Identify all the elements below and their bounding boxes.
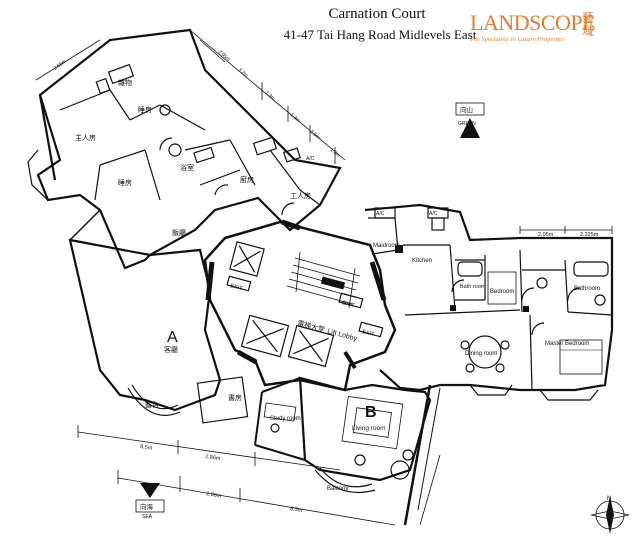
south-arrow-icon (140, 483, 160, 498)
north-arrow-icon (460, 118, 480, 138)
study-room-label: Study room (270, 416, 301, 422)
logo-wordmark: LANDSCOPE (470, 10, 596, 35)
unit-b-label: B (365, 404, 377, 421)
unit-a-bedroom-2-label: 睡房 (138, 105, 152, 114)
ac-label-1: A/C (376, 211, 385, 217)
dim-label-13: 2.55m (53, 59, 68, 72)
compass-n-label: N (607, 496, 611, 502)
kitchen-label: Kitchen (412, 258, 432, 264)
unit-a-maid-label: 工人房 (290, 191, 311, 200)
dim-label-6: 8.5m (290, 506, 303, 514)
dim-label-1: 2.05m (538, 232, 554, 238)
dim-label-3: 8.5m (140, 444, 153, 452)
unit-a-balcony-label: 露台 (145, 400, 159, 409)
logo-cjk-mark: 藝域 (582, 11, 595, 38)
unit-a-label: A (167, 329, 178, 346)
dim-label-12: 1.3m (329, 147, 341, 159)
dim-label-5: 2.86m (206, 491, 223, 500)
unit-b-living (254, 376, 441, 526)
dim-label-10: 1.3m (289, 112, 301, 124)
unit-b-outline (364, 203, 614, 401)
south-cjk-label: 向海 (140, 502, 154, 511)
unit-a-top-dimensions (35, 29, 346, 164)
unit-a-dining-label: 飯廳 (172, 228, 186, 237)
dim-label-8: 3.2m (237, 67, 249, 79)
master-bedroom-label: Master Bedroom (545, 341, 589, 347)
unit-a-outline (27, 28, 342, 424)
north-cjk-label: 向山 (460, 105, 473, 114)
page-address: 41-47 Tai Hang Road Midlevels East (283, 27, 477, 42)
dim-label-11: 1.5m (309, 129, 321, 141)
unit-a-master-bed-label: 主人房 (75, 133, 96, 142)
exit-label-3: EXIT (361, 329, 375, 338)
exit-label-1: EXIT (229, 283, 243, 292)
unit-a-store-label: 雜物 (118, 78, 132, 87)
balcony-label: Balcony (327, 486, 348, 492)
bedroom-label: Bedroom (490, 289, 514, 295)
unit-a-kitchen-label: 廚房 (240, 175, 254, 184)
page-title: Carnation Court (328, 6, 426, 22)
dim-label-2: 2.225m (580, 232, 599, 238)
unit-a-living-label: 客廳 (164, 345, 178, 354)
dim-label-9: 1.3m (264, 90, 276, 102)
maidroom-label: Maidroom (373, 243, 400, 249)
brand-logo: LANDSCOPE 藝域 The Specialists in Luxury P… (470, 10, 610, 50)
exit-label-2: EXIT (341, 300, 355, 309)
compass-icon (590, 496, 630, 534)
bathroom-2-label: Bathroom (574, 286, 600, 292)
bottom-dimensions (77, 226, 613, 526)
north-en-label: GREEN (458, 121, 476, 127)
ac-label-2: A/C (429, 211, 438, 217)
core-lift-lobby (203, 219, 397, 392)
dim-label-4: 2.86m (205, 454, 221, 462)
lift-lobby-label: Lift Lobby (326, 328, 358, 343)
unit-a-study-label: 書房 (228, 393, 242, 402)
unit-b-living-label: Living room (352, 425, 386, 432)
logo-tagline: The Specialists in Luxury Properties (470, 36, 565, 43)
bathroom-1-label: Bath room (460, 284, 486, 290)
unit-a-bath-label: 浴室 (180, 163, 194, 172)
south-en-label: SEA (142, 514, 153, 520)
dining-room-label: Dining room (465, 351, 497, 357)
ac-label-3: A/C (306, 156, 315, 162)
unit-a-bedroom-label: 睡房 (118, 178, 132, 187)
